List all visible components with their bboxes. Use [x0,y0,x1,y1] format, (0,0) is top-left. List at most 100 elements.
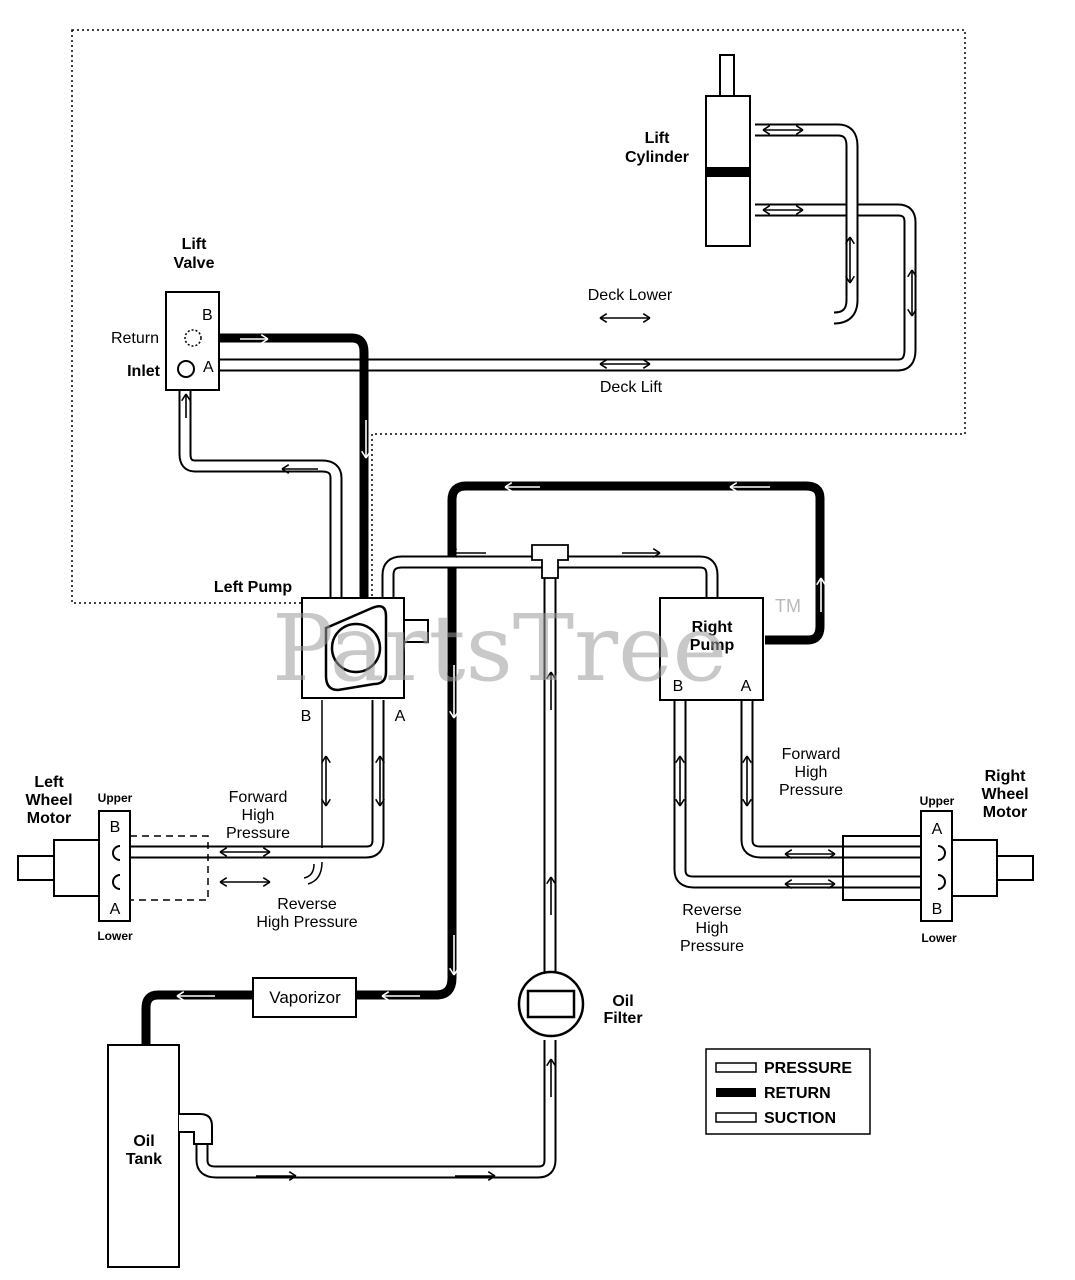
flow-arrow-head [262,847,271,857]
oil-filter [517,970,585,1038]
flow-arrow-head [742,798,752,807]
left-forward-label-2: High [242,807,275,824]
flow-arrow-head [795,205,804,215]
right-pump-label-2: Pump [690,637,735,654]
flow-arrow-head [546,1058,556,1067]
flow-arrow-head [816,577,826,586]
flow-arrow-head [546,671,556,680]
legend-pressure-swatch [715,1062,757,1073]
flow-arrow-head [907,308,917,317]
flow-arrow-head [784,849,793,859]
right-forward-label-1: Forward [782,746,841,763]
vaporizor [252,977,357,1018]
right-pump-return-line [356,481,825,1000]
watermark-tm: TM [775,596,801,616]
flow-arrows [176,125,917,1181]
legend-pressure-label: PRESSURE [764,1060,852,1077]
left-lower-label: Lower [97,929,133,943]
left-reverse-label-2: High Pressure [256,914,357,931]
tank-return-line [141,990,253,1045]
lift-cylinder-label-1: Lift [645,130,671,147]
lift-circuit-boundary [71,29,966,604]
left-wheel-motor-label-2: Wheel [25,792,72,809]
flow-arrow-head [827,849,836,859]
flow-arrow-head [742,755,752,764]
left-wheel-motor-label-1: Left [34,774,64,791]
oil-tank [107,1044,213,1268]
flow-arrow-head [652,548,661,558]
flow-arrow-head [795,125,804,135]
left-wheel-lines [117,700,385,885]
flow-arrow-head [449,710,459,719]
flow-arrow-head [449,548,458,558]
flow-arrow-head [845,236,855,245]
flow-arrow-head [260,334,269,344]
left-reverse-label-1: Reverse [277,896,337,913]
right-upper-label: Upper [920,794,955,808]
right-pump-port-a: A [741,678,752,695]
flow-arrow-head [181,393,191,402]
left-pump-label: Left Pump [214,579,292,596]
flow-arrow-head [487,1171,496,1181]
right-motor-port-a: A [932,821,943,838]
flow-arrow-head [375,798,385,807]
flow-arrow-head [729,482,738,492]
legend-suction-swatch [715,1112,757,1123]
lift-return-line [220,333,369,600]
lift-cylinder [705,54,751,247]
flow-arrow-head [361,450,371,459]
right-forward-label-3: Pressure [779,782,843,799]
legend-return-label: RETURN [764,1085,831,1102]
flow-arrow-head [262,877,271,887]
flow-arrow-head [762,125,771,135]
lift-cylinder-label-2: Cylinder [625,149,689,166]
legend-return-swatch [716,1088,756,1097]
flow-arrow-head [599,313,608,323]
left-forward-label-3: Pressure [226,825,290,842]
tee-fitting [531,544,569,579]
right-lower-label: Lower [921,931,957,945]
left-motor-port-b: B [110,819,121,836]
flow-arrow-head [762,205,771,215]
flow-arrow-head [449,967,459,976]
flow-arrow-head [599,359,608,369]
watermark: PartsTree [272,595,727,702]
flow-arrow-head [642,313,651,323]
right-wheel-motor [842,810,1034,922]
left-upper-label: Upper [98,791,133,805]
right-pump [659,597,764,701]
flow-arrow-head [675,755,685,764]
right-motor-port-b: B [932,901,943,918]
return-label: Return [111,330,159,347]
left-pump [301,597,429,699]
right-pump-label-1: Right [692,619,734,636]
legend: PRESSURE RETURN SUCTION [705,1048,871,1135]
right-forward-label-2: High [795,764,828,781]
deck-lift-label: Deck Lift [600,379,663,396]
oil-tank-label-1: Oil [133,1133,154,1150]
flow-arrow-head [845,275,855,284]
flow-arrow-head [827,879,836,889]
left-wheel-motor [17,810,209,922]
flow-arrow-head [321,798,331,807]
flow-arrow-head [176,991,185,1001]
left-motor-port-a: A [110,901,121,918]
right-pump-port-b: B [673,678,684,695]
left-wheel-motor-label-3: Motor [27,810,71,827]
lift-valve-port-a-label: A [203,359,214,376]
flow-arrow-head [642,359,651,369]
right-reverse-label-1: Reverse [682,902,742,919]
left-pump-port-b: B [301,708,312,725]
flow-arrow-head [321,755,331,764]
lift-valve-label-1: Lift [182,236,208,253]
right-wheel-motor-label-1: Right [985,768,1027,785]
lift-valve-port-b [184,329,202,347]
flow-arrow-head [504,482,513,492]
flow-arrow-head [675,798,685,807]
oil-filter-label-1: Oil [612,993,633,1010]
oil-filter-label-2: Filter [603,1010,642,1027]
lift-valve-port-b-label: B [202,307,213,324]
suction-lines [195,555,719,1179]
flow-arrow-head [907,269,917,278]
